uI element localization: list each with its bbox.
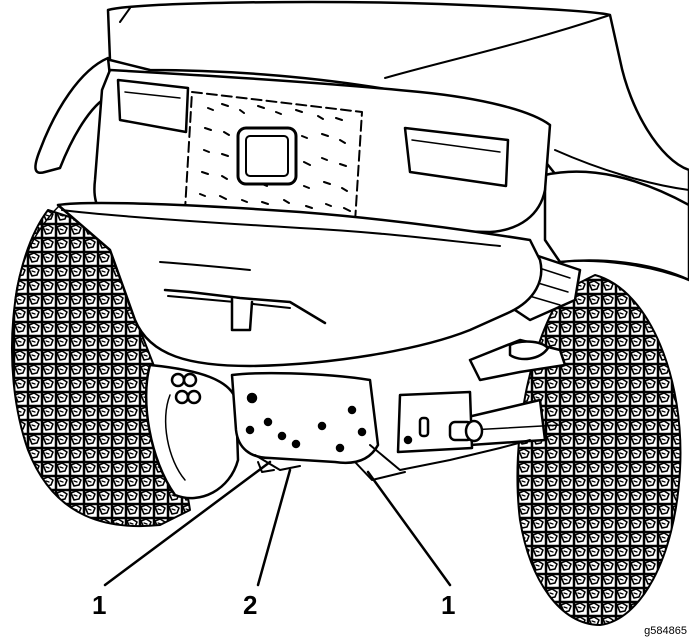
callout-label-1-right: 1 xyxy=(441,590,456,620)
right-headlight xyxy=(403,126,510,188)
front-bumper xyxy=(56,201,543,368)
leader-line-1-left xyxy=(103,460,272,587)
left-tire xyxy=(11,204,191,528)
callout-label-1-left: 1 xyxy=(92,590,107,620)
leader-line-1-right xyxy=(366,470,452,587)
right-fender xyxy=(543,170,689,282)
left-wheel-hub xyxy=(144,363,240,500)
leader-line-2 xyxy=(256,468,292,587)
right-bracket xyxy=(396,390,484,454)
leader-lines xyxy=(103,460,452,587)
grille xyxy=(184,91,363,223)
right-tire xyxy=(516,274,682,626)
figure-id: g584865 xyxy=(644,625,687,637)
mounting-plate xyxy=(230,371,380,464)
lower-frame xyxy=(254,439,531,481)
callout-label-2: 2 xyxy=(243,590,258,620)
left-headlight xyxy=(116,78,190,134)
hood xyxy=(106,0,689,242)
left-fender xyxy=(34,56,114,174)
